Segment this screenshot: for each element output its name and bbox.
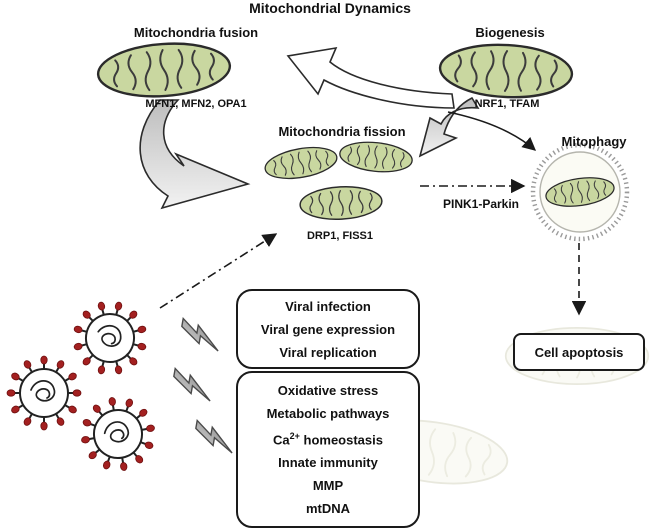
mitophagy-label: Mitophagy bbox=[561, 134, 627, 149]
fusion-label: Mitochondria fusion bbox=[133, 25, 259, 40]
pink1-parkin-label: PINK1-Parkin bbox=[442, 197, 520, 211]
virus-particle-1 bbox=[63, 291, 157, 385]
ca-homeostasis-text: Ca2+ homeostasis bbox=[273, 425, 383, 451]
cellular-effects-box: Oxidative stress Metabolic pathways Ca2+… bbox=[236, 371, 420, 528]
arrow-biogenesis-to-fusion bbox=[286, 46, 455, 109]
fusion-genes-label: MFN1, MFN2, OPA1 bbox=[145, 98, 247, 110]
arrow-biogenesis-to-fission bbox=[418, 96, 480, 158]
ca-charge-superscript: 2+ bbox=[289, 430, 300, 441]
ca-homeostasis-suffix: homeostasis bbox=[299, 432, 383, 448]
diagram-title: Mitochondrial Dynamics bbox=[249, 0, 411, 16]
arrow-fusion-to-fission bbox=[139, 99, 251, 210]
mmp-text: MMP bbox=[312, 478, 344, 494]
cell-apoptosis-box: Cell apoptosis bbox=[513, 333, 645, 371]
lightning-bolt-3 bbox=[191, 419, 238, 454]
biogenesis-genes-label: NRF1, TFAM bbox=[474, 98, 540, 110]
viral-effects-box: Viral infection Viral gene expression Vi… bbox=[236, 289, 420, 369]
fission-mitochondrion-3 bbox=[298, 184, 384, 222]
viral-infection-text: Viral infection bbox=[285, 298, 371, 314]
viral-replication-text: Viral replication bbox=[279, 344, 377, 360]
fission-mitochondrion-2 bbox=[337, 138, 415, 176]
virus-particle-2 bbox=[6, 355, 82, 431]
arrow-virus-to-fission bbox=[159, 233, 278, 309]
lightning-bolt-1 bbox=[177, 317, 224, 352]
biogenesis-mitochondrion bbox=[437, 40, 575, 102]
oxidative-stress-text: Oxidative stress bbox=[277, 382, 379, 398]
ca-symbol: Ca bbox=[273, 432, 290, 448]
mtdna-text: mtDNA bbox=[305, 501, 351, 517]
lightning-bolt-2 bbox=[169, 367, 216, 402]
innate-immunity-text: Innate immunity bbox=[278, 455, 378, 471]
arrow-to-mitophagy bbox=[447, 111, 537, 151]
biogenesis-label: Biogenesis bbox=[475, 25, 545, 40]
fusion-mitochondrion bbox=[95, 38, 233, 102]
autophagosome bbox=[530, 142, 630, 242]
virus-particle-3 bbox=[74, 390, 162, 478]
fission-genes-label: DRP1, FISS1 bbox=[306, 230, 374, 242]
viral-gene-expression-text: Viral gene expression bbox=[260, 321, 396, 337]
metabolic-pathways-text: Metabolic pathways bbox=[266, 405, 390, 421]
fission-label: Mitochondria fission bbox=[278, 124, 406, 139]
cell-apoptosis-label: Cell apoptosis bbox=[534, 344, 624, 360]
fission-mitochondrion-1 bbox=[262, 141, 340, 185]
